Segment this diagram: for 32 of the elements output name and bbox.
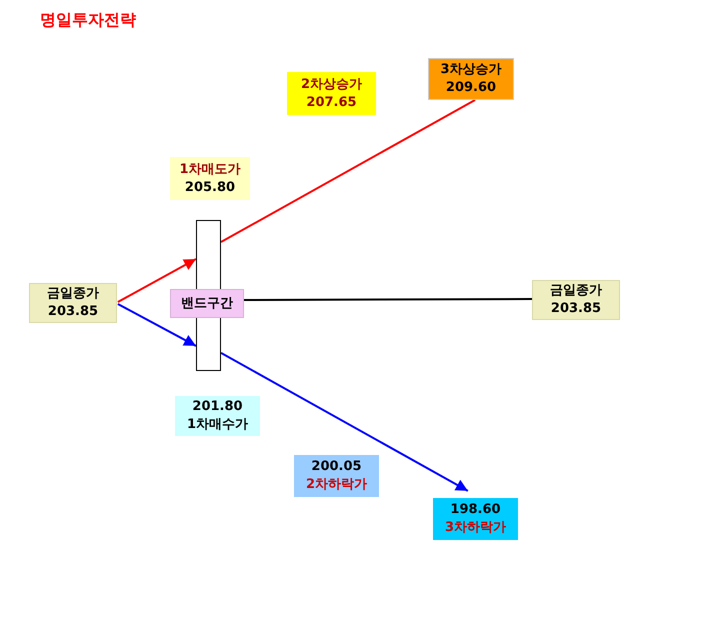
price-label: 1차매수가 [186,416,248,434]
price-box [433,498,518,540]
price-box [29,283,117,323]
price-label: 금일종가 [47,285,99,303]
price-label: 2차하락가 [306,476,368,494]
price-label: 금일종가 [550,282,602,300]
price-box [428,58,514,100]
band-label-box [170,289,244,318]
price-label: 1차매도가 [179,160,241,178]
price-value: 203.85 [550,300,602,318]
price-value: 198.60 [450,501,501,519]
price-box [532,280,620,320]
price-box [287,72,376,115]
price-label: 밴드구간 [181,294,233,312]
price-label: 2차상승가 [300,76,362,94]
price-value: 203.85 [48,303,98,321]
price-value: 205.80 [184,178,236,196]
price-value: 200.05 [311,458,362,476]
connector-line [244,298,532,302]
price-box [294,455,379,497]
arrow [117,303,196,347]
price-value: 209.60 [446,79,496,97]
arrow [117,258,196,303]
price-value: 201.80 [192,398,243,416]
price-label: 3차상승가 [440,61,502,79]
price-label: 3차하락가 [444,519,506,537]
page-title: 명일투자전략 [40,10,136,31]
arrow [220,352,468,492]
price-box [170,157,250,200]
price-box [175,396,260,436]
connector-line [220,99,476,243]
price-value: 207.65 [306,94,357,112]
